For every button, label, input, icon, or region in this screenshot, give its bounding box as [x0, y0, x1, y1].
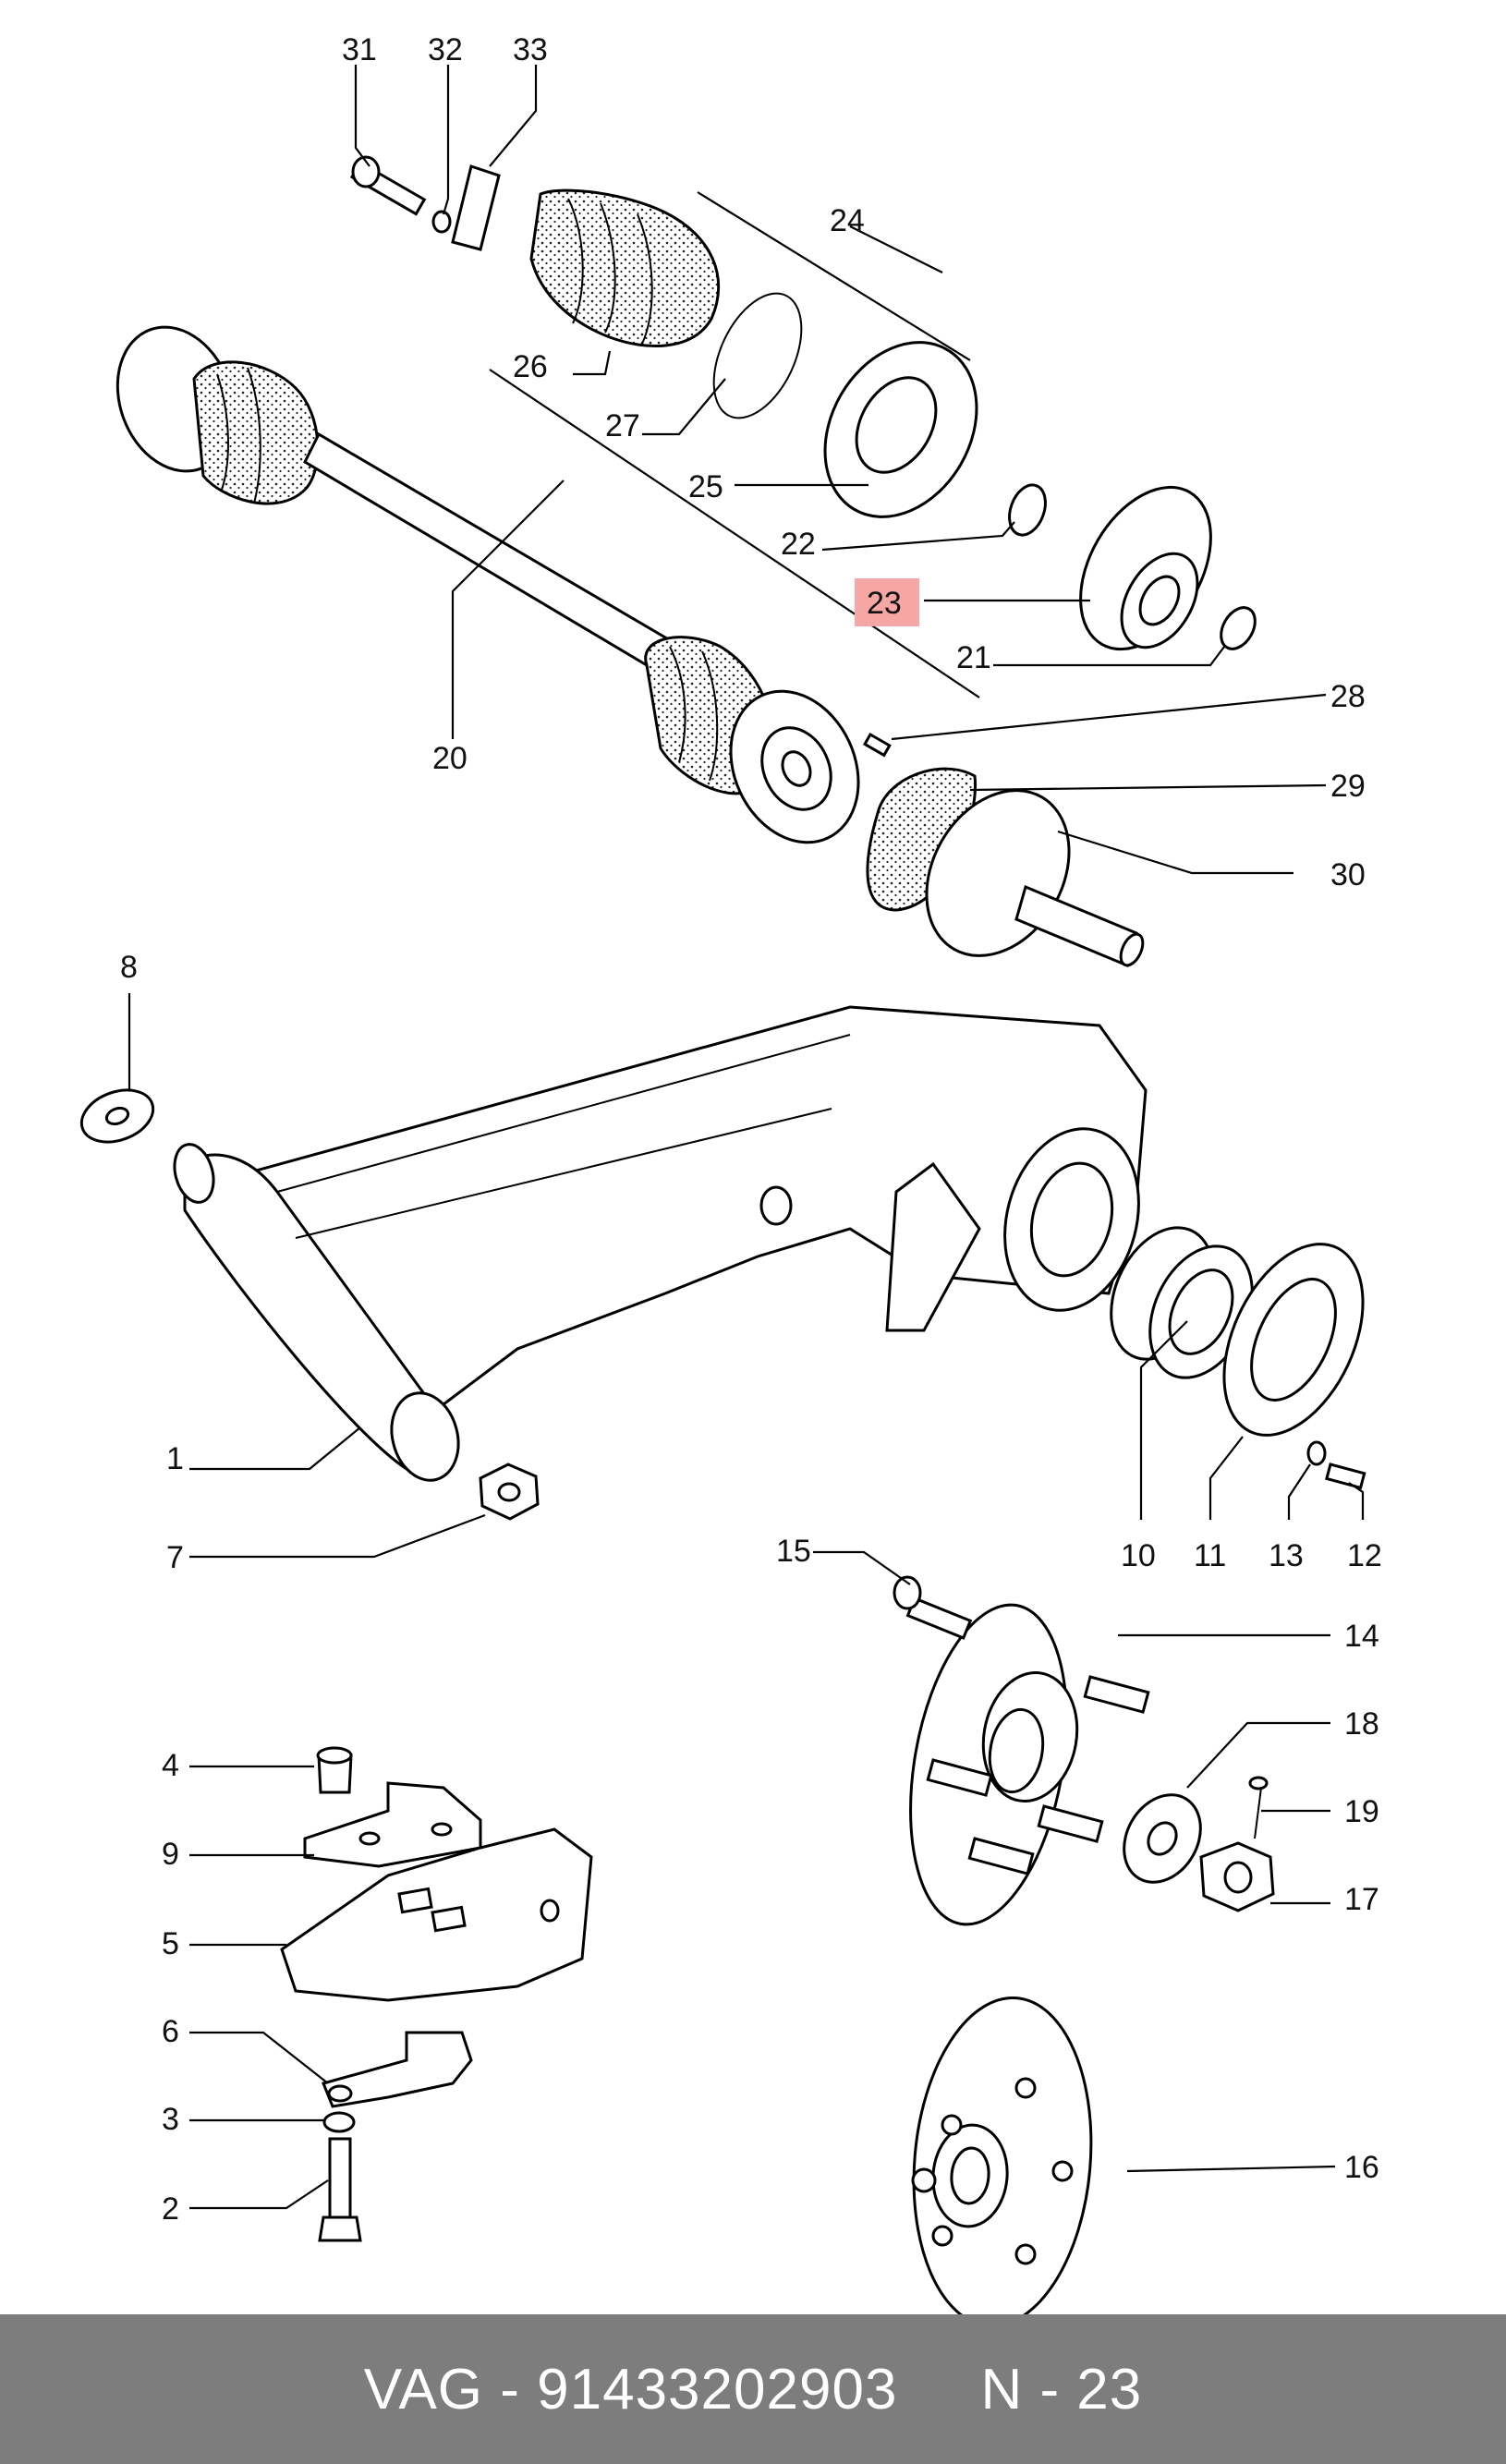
wheel-hub-14 — [909, 1603, 1150, 1926]
label-27: 27 — [605, 408, 640, 443]
label-31: 31 — [342, 32, 377, 67]
trailing-arm — [173, 1005, 1148, 1482]
joint-cover — [823, 341, 978, 518]
plate-5 — [280, 1827, 593, 2002]
exploded-parts-diagram: 31 32 33 24 26 27 25 22 23 21 28 29 30 2… — [79, 32, 1382, 2314]
label-11: 11 — [1194, 1538, 1226, 1573]
footer-bar: VAG - 91433202903 N - 23 — [0, 2314, 1506, 2464]
drive-shaft-assembly — [115, 325, 860, 844]
lock-plate-33 — [451, 164, 501, 251]
dowel-pin — [862, 732, 892, 758]
wheel-hub-16 — [911, 1996, 1093, 2314]
stub-axle-flange — [925, 789, 1145, 968]
label-6: 6 — [162, 2014, 179, 2049]
label-25: 25 — [688, 469, 723, 504]
label-5: 5 — [162, 1926, 179, 1961]
label-4: 4 — [162, 1748, 179, 1783]
thrust-washer — [1123, 1793, 1202, 1884]
bearing-cover — [1222, 1243, 1365, 1437]
label-2: 2 — [162, 2191, 179, 2227]
label-28: 28 — [1330, 679, 1366, 714]
plate-9 — [303, 1781, 482, 1868]
label-8: 8 — [120, 950, 138, 985]
label-10: 10 — [1121, 1538, 1156, 1573]
label-17: 17 — [1344, 1882, 1379, 1917]
callout-labels: 31 32 33 24 26 27 25 22 23 21 28 29 30 2… — [120, 32, 1382, 2227]
label-12: 12 — [1347, 1538, 1382, 1573]
label-21: 21 — [956, 640, 991, 675]
cv-boot — [529, 188, 721, 347]
cv-joint — [1079, 485, 1212, 651]
label-13: 13 — [1269, 1538, 1304, 1573]
footer-part-number: VAG - 91433202903 — [363, 2357, 898, 2422]
label-9: 9 — [162, 1837, 179, 1872]
label-19: 19 — [1344, 1794, 1379, 1829]
wheel-bolt-15 — [893, 1575, 973, 1640]
cotter-pin — [1248, 1776, 1269, 1839]
label-16: 16 — [1344, 2150, 1379, 2185]
circlip — [1008, 483, 1047, 537]
label-18: 18 — [1344, 1706, 1379, 1742]
plate-6 — [321, 2031, 473, 2108]
label-29: 29 — [1330, 769, 1366, 804]
label-14: 14 — [1344, 1619, 1379, 1654]
washer-13 — [1306, 1440, 1327, 1466]
label-24: 24 — [830, 203, 865, 238]
footer-position: N - 23 — [980, 2357, 1143, 2422]
leader-lines — [128, 65, 1365, 2210]
highlight-box — [855, 578, 919, 626]
washer-3 — [322, 2111, 356, 2133]
label-26: 26 — [513, 349, 548, 384]
label-20: 20 — [432, 741, 468, 776]
label-15: 15 — [776, 1534, 811, 1569]
label-33: 33 — [513, 32, 548, 67]
washer-8 — [79, 1088, 155, 1144]
label-22: 22 — [781, 527, 816, 562]
bolt-2 — [318, 2137, 362, 2242]
boot-clamp — [712, 292, 803, 419]
label-3: 3 — [162, 2102, 179, 2137]
plug-4 — [316, 1746, 353, 1794]
castle-nut — [1199, 1841, 1275, 1912]
nut-7 — [479, 1463, 540, 1521]
label-32: 32 — [428, 32, 463, 67]
bolt-31 — [349, 155, 427, 216]
retaining-ring — [1220, 606, 1257, 650]
label-7: 7 — [166, 1540, 184, 1575]
bolt-12 — [1325, 1463, 1366, 1490]
washer-32 — [431, 210, 452, 234]
label-23: 23 — [867, 586, 902, 621]
label-30: 30 — [1330, 857, 1366, 892]
label-1: 1 — [166, 1441, 184, 1476]
